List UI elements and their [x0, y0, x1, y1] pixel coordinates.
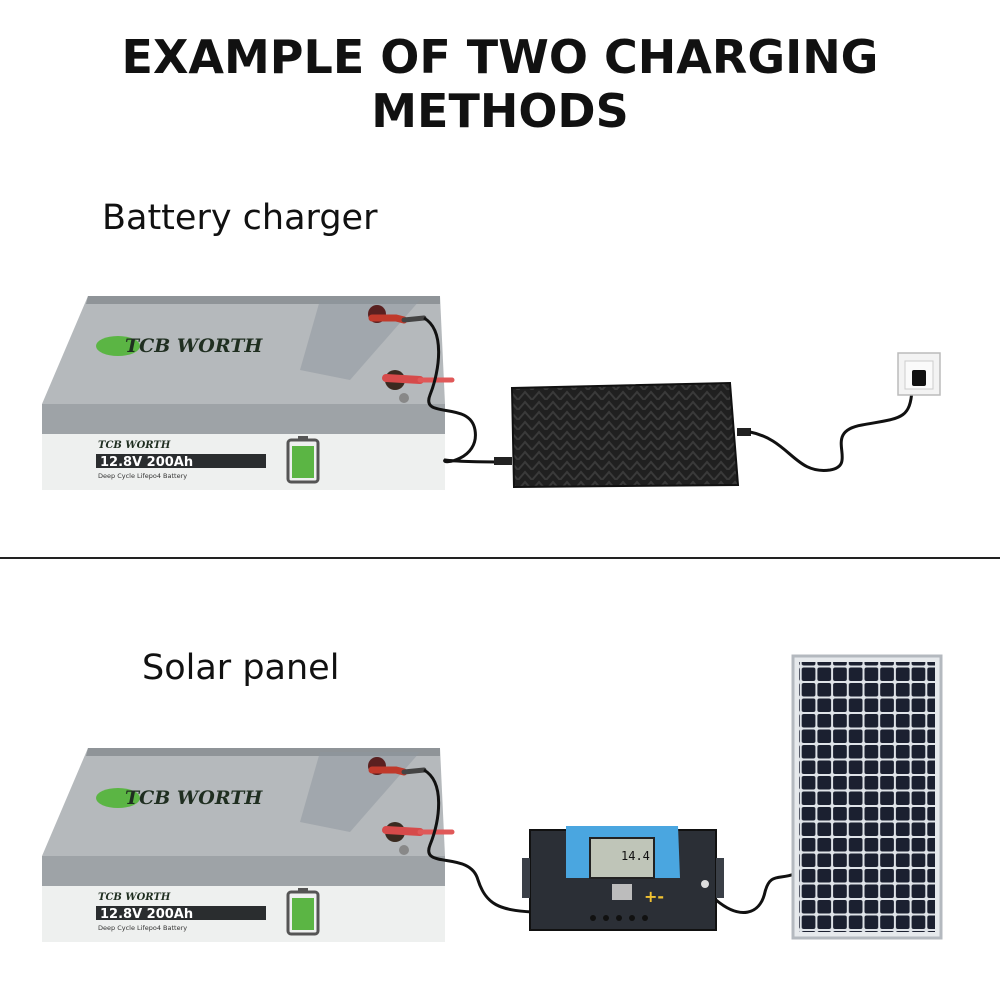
leaf-icon — [96, 788, 140, 808]
battery-brand-small: TCB WORTH — [98, 440, 171, 451]
controller-clips — [368, 766, 533, 914]
battery-spec: 12.8V 200Ah — [100, 907, 193, 922]
battery-charger-unit — [494, 381, 751, 489]
section-label-solar-panel: Solar panel — [142, 648, 340, 688]
plug — [912, 370, 926, 386]
charger-clips — [368, 314, 511, 464]
solar-panel — [791, 654, 943, 940]
battery-subtitle: Deep Cycle Lifepo4 Battery — [98, 472, 187, 480]
section-label-battery-charger: Battery charger — [102, 198, 378, 238]
lcd-display — [589, 837, 655, 879]
plus-minus-icon: +- — [644, 887, 664, 906]
battery-2: TCB WORTH TCB WORTH 12.8V 200Ah Deep Cyc… — [42, 748, 445, 942]
wall-outlet — [897, 352, 941, 396]
leaf-icon — [96, 336, 140, 356]
section-divider — [0, 557, 1000, 559]
battery-1: TCB WORTH TCB WORTH 12.8V 200Ah Deep Cyc… — [42, 296, 445, 490]
solar-charge-controller: 14.4 +- — [522, 826, 724, 931]
battery-brand: TCB WORTH — [125, 787, 263, 809]
dc-cable — [423, 316, 511, 464]
battery-to-controller-cable — [423, 768, 533, 914]
battery-spec: 12.8V 200Ah — [100, 455, 193, 470]
lcd-value: 14.4 — [621, 849, 650, 863]
battery-brand-small: TCB WORTH — [98, 892, 171, 903]
battery-brand: TCB WORTH — [125, 335, 263, 357]
page-title: EXAMPLE OF TWO CHARGING METHODS — [121, 30, 879, 138]
controller-buttons — [590, 915, 648, 921]
controller-to-panel-cable — [715, 872, 795, 914]
battery-lid-edge — [42, 404, 445, 434]
ac-cable — [749, 389, 914, 472]
battery-subtitle: Deep Cycle Lifepo4 Battery — [98, 924, 187, 932]
battery-lid-edge — [42, 856, 445, 886]
usb-ports — [612, 884, 632, 900]
